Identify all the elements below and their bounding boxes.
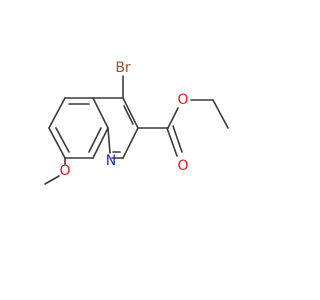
benzo-ring (48, 97, 109, 159)
molecule-structure-diagram: Br N O O O (44, 60, 229, 185)
atom-oxygen-ester: O (177, 92, 188, 108)
bond-omethoxy-ch3 (44, 175, 60, 185)
bond-c6-c7 (48, 127, 66, 159)
atom-oxygen-carbonyl: O (177, 158, 188, 174)
atom-nitrogen: N (106, 153, 116, 169)
double-bond-inner-c6-c7 (55, 127, 70, 153)
bond-c8-c8a (92, 127, 109, 159)
double-bond-inner-c3-c4 (123, 105, 134, 125)
bond-c3-c2 (122, 127, 139, 159)
bond-c8a-c4a (92, 97, 109, 129)
double-bond-inner-c8-c8a (88, 127, 102, 153)
bond-c4-c3 (122, 97, 139, 129)
pyridine-ring (92, 97, 139, 159)
bond-n1-c8a (107, 127, 111, 154)
bond-c5-c6 (48, 97, 66, 129)
atom-oxygen-methoxy: O (59, 163, 70, 179)
bond-ccarbonyl-ocarbonyl-2 (172, 125, 183, 153)
bond-ch2-ch3 (212, 99, 229, 129)
bond-ccarbonyl-ocarbonyl-1 (166, 127, 178, 157)
bond-ccarbonyl-oester (167, 107, 179, 129)
atom-bromine: Br (115, 60, 131, 76)
